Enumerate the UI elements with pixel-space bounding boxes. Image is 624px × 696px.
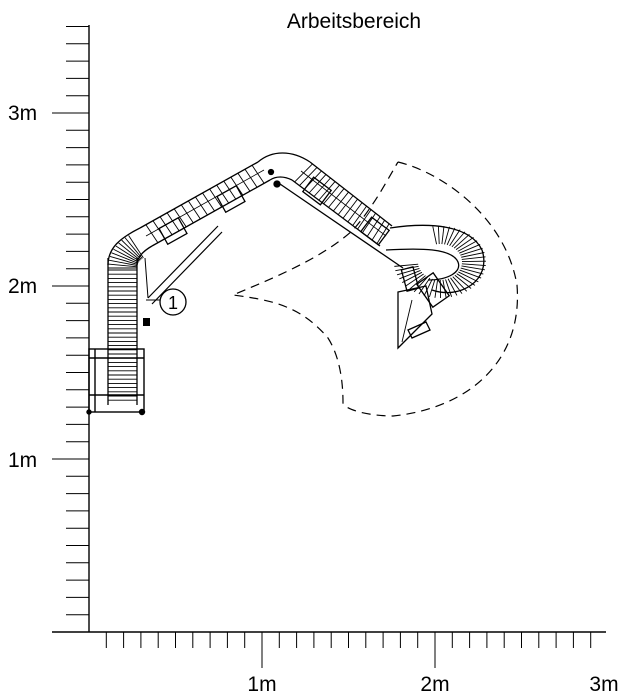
hose-rib	[458, 271, 479, 283]
hose-rib	[450, 277, 463, 294]
y-label-1m: 1m	[8, 449, 37, 472]
hose-rib	[323, 184, 340, 205]
hose-rib	[461, 263, 486, 266]
hose-rib	[195, 196, 208, 216]
hose-rib	[453, 234, 470, 249]
hose-rib	[394, 263, 419, 267]
upper-arm	[279, 161, 404, 269]
x-label-1m: 1m	[247, 673, 276, 696]
hose-rib	[423, 278, 433, 296]
hose-rib	[362, 212, 376, 234]
hose-rib	[455, 236, 474, 251]
hose-rib	[445, 279, 453, 297]
hood-joint	[400, 266, 451, 309]
hose-rib	[446, 227, 456, 246]
extraction-hood	[397, 285, 433, 350]
hose-rib	[461, 256, 486, 260]
callout-number: 1	[168, 293, 178, 313]
y-label-3m: 3m	[8, 102, 37, 125]
hose-rib	[460, 267, 484, 275]
hose-rib	[244, 169, 258, 188]
x-axis-ticks	[105, 632, 592, 668]
hose-rib	[180, 204, 194, 224]
hose-rib	[294, 163, 313, 183]
hose-rib	[460, 247, 483, 256]
hose-rib	[128, 235, 144, 259]
hose-rib	[347, 202, 363, 223]
hose-rib	[159, 216, 173, 236]
hose-rib	[434, 279, 439, 298]
hose-rib	[209, 188, 222, 208]
hose-rib	[313, 177, 331, 197]
lower-arm	[139, 161, 271, 305]
hose-rib	[437, 226, 440, 245]
hose-rib	[461, 265, 485, 271]
hose-rib	[376, 223, 390, 244]
callout: 1	[143, 288, 187, 326]
lower-bend	[107, 227, 153, 269]
hose-rib	[444, 226, 450, 245]
hose-rib	[441, 226, 445, 245]
hose-rib	[333, 191, 349, 212]
hose-rib	[251, 165, 265, 184]
hose-rib	[405, 273, 424, 287]
hose-rib	[108, 259, 138, 267]
hose-rib	[432, 226, 437, 245]
hose-rib	[456, 273, 476, 286]
hose-rib	[188, 200, 201, 220]
hose-rib	[223, 180, 237, 200]
hose-rib	[111, 252, 139, 264]
hose-rib	[328, 188, 345, 208]
y-label-2m: 2m	[8, 275, 37, 298]
hose-rib	[108, 263, 138, 268]
vertical-hose	[107, 258, 138, 405]
hose-rib	[357, 209, 372, 230]
hose-rib	[299, 167, 318, 186]
diagram-title: Arbeitsbereich	[287, 10, 421, 33]
hose-rib	[352, 205, 367, 226]
hose-rib	[237, 172, 251, 192]
working-area-boundary	[230, 161, 519, 417]
hose-rib	[396, 267, 420, 276]
hose-rib	[457, 240, 478, 252]
hose-rib	[342, 198, 358, 219]
hose-rib	[113, 248, 139, 263]
hose-rib	[459, 269, 482, 279]
hose-rib	[429, 279, 436, 298]
y-axis-ticks	[52, 26, 89, 616]
hose-rib	[318, 181, 336, 201]
hose-rib	[118, 242, 141, 261]
hose-rib	[166, 212, 180, 232]
hose-rib	[451, 231, 466, 248]
hose-rib	[173, 208, 187, 228]
hose-rib	[124, 237, 143, 259]
pivot-marker	[143, 318, 150, 326]
hose-rib	[371, 219, 386, 241]
callout-circle	[159, 288, 187, 316]
axes	[52, 25, 606, 668]
hose-rib	[402, 271, 423, 283]
hose-rib	[454, 274, 472, 289]
hose-rib	[447, 278, 458, 296]
hose-rib	[145, 224, 159, 243]
hose-rib	[121, 239, 142, 260]
hose-rib	[459, 243, 481, 254]
x-label-3m: 3m	[589, 673, 618, 696]
hose-rib	[461, 252, 485, 258]
hose-rib	[308, 174, 327, 194]
wall-bracket	[86, 348, 146, 416]
hose-rib	[337, 195, 354, 215]
hose-rib	[109, 255, 138, 265]
hose-rib	[202, 192, 215, 212]
hose-rib	[452, 276, 468, 292]
hood-hose-curl	[385, 224, 486, 299]
hose-rib	[115, 245, 140, 262]
hose-rib	[216, 184, 230, 204]
hose-rib	[366, 216, 381, 237]
hose-rib	[449, 229, 461, 247]
x-label-2m: 2m	[420, 673, 449, 696]
